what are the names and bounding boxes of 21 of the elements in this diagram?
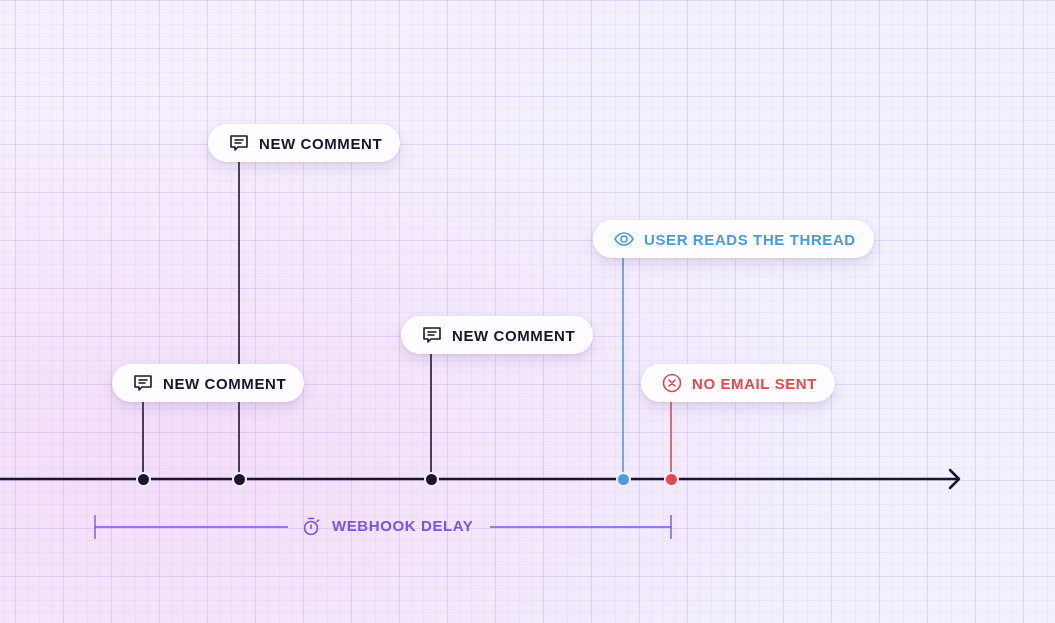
event-label bbox=[208, 124, 401, 162]
leader-line bbox=[430, 353, 432, 475]
leader-line bbox=[142, 401, 144, 475]
event-dot bbox=[137, 473, 149, 485]
event-text: USER READS THE THREAD bbox=[644, 230, 856, 248]
event-label bbox=[593, 220, 874, 258]
event-text: NEW COMMENT bbox=[452, 326, 576, 344]
leader-line bbox=[622, 257, 624, 475]
event-dot bbox=[617, 473, 629, 485]
event-label bbox=[112, 364, 305, 402]
event-text: NEW COMMENT bbox=[259, 134, 383, 152]
event-label bbox=[641, 364, 836, 402]
leader-line bbox=[238, 161, 240, 475]
event-text: NO EMAIL SENT bbox=[692, 374, 818, 392]
event-dot bbox=[665, 473, 677, 485]
delay-label: WEBHOOK DELAY bbox=[332, 517, 474, 534]
event-text: NEW COMMENT bbox=[163, 374, 287, 392]
leader-line bbox=[670, 401, 672, 475]
event-dot bbox=[425, 473, 437, 485]
event-label bbox=[401, 316, 594, 354]
event-dot bbox=[233, 473, 245, 485]
